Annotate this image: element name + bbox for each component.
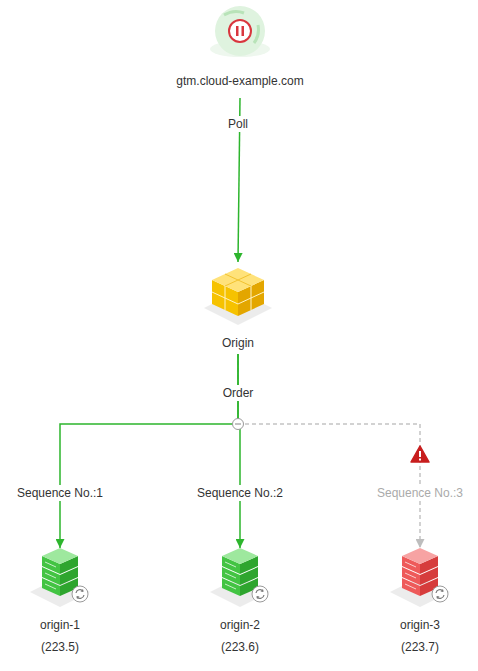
icon-layer [30,6,450,607]
node-title: gtm.cloud-example.com [176,70,303,92]
server-icon [30,548,90,607]
node-title: origin-2 [220,614,260,636]
connector-layer [60,98,420,548]
node-box: gtm.cloud-example.com [130,0,350,98]
warning-symbol [411,446,429,462]
node-title: origin-3 [400,614,440,636]
server-icon [390,548,450,607]
connector-line [60,354,238,548]
routing-policy-label: Order [221,385,256,401]
server-icon [210,548,270,607]
node-address: (223.7) [401,636,439,658]
connector-line [238,354,420,548]
node-title: Origin [222,332,254,354]
node-address: (223.6) [221,636,259,658]
symbol-layer [233,419,430,463]
gtm-icon [210,6,270,57]
edge-label: Sequence No.:1 [15,485,105,501]
node-box: Origin [188,262,288,354]
node-box: origin-2(223.6) [180,548,300,660]
junction-symbol [233,419,244,430]
edge-label: Sequence No.:3 [375,485,465,501]
node-title: origin-1 [40,614,80,636]
edge-label: Poll [226,116,250,132]
node-address: (223.5) [41,636,79,658]
node-box: origin-1(223.5) [0,548,120,660]
edge-label: Sequence No.:2 [195,485,285,501]
node-box: origin-3(223.7) [360,548,478,660]
origin-pool-icon [204,268,272,325]
